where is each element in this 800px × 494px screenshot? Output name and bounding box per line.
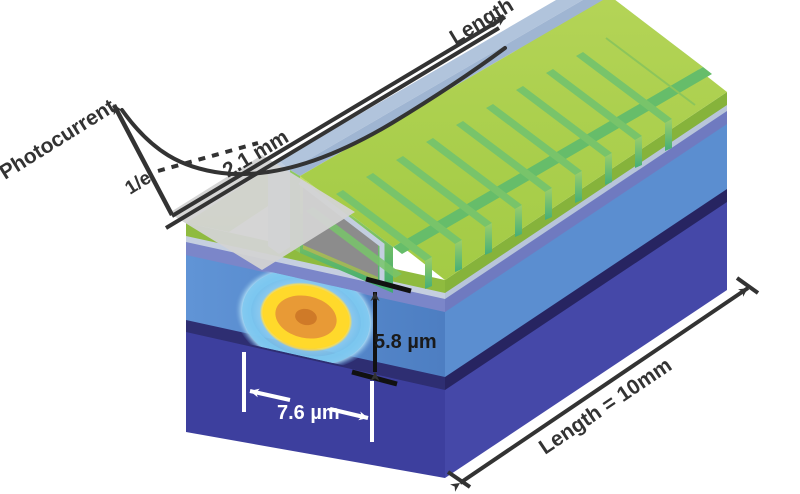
grating-slot — [546, 69, 642, 140]
grating-slot-wall — [425, 257, 432, 289]
width-arrow-right — [329, 407, 369, 421]
grating-slot-wall — [455, 240, 462, 272]
grating-slot-wall — [665, 119, 672, 151]
optical-mode-profile — [234, 263, 373, 371]
cladding-right-face — [445, 109, 727, 312]
height-upper-tick — [365, 276, 412, 294]
decay-curve — [120, 46, 507, 177]
mode-core — [295, 308, 317, 326]
photocurrent-axis — [112, 103, 174, 217]
grating-slot-wall — [485, 223, 492, 255]
ridge-end-cap — [615, 0, 712, 74]
grating-slot — [396, 156, 492, 227]
decay-reference-plane — [169, 155, 355, 270]
ridge-top-surface — [300, 0, 703, 247]
ridge-right-flank — [393, 67, 712, 254]
grating-slot-wall — [605, 153, 612, 185]
grating-slot-wall — [635, 136, 642, 168]
length-axis-line-a — [170, 15, 507, 218]
ridge-waveguide — [268, 0, 712, 293]
grating-slot-wall — [515, 205, 522, 237]
dimension-mode-width — [242, 352, 374, 442]
total-length-tick-back — [735, 276, 760, 295]
substrate-front-face — [186, 330, 445, 478]
grating-slot — [366, 173, 462, 244]
grating-slot — [576, 52, 672, 123]
ridge-left-edge-stripe — [279, 0, 583, 170]
dimension-mode-height — [351, 276, 412, 387]
grating-slots — [306, 37, 696, 289]
one-over-e-dashed-line — [157, 141, 259, 173]
grating-slot — [456, 121, 552, 192]
grating-slot-wall — [575, 171, 582, 203]
grating-slot — [426, 138, 522, 209]
mode-height-label: 5.8 µm — [374, 331, 437, 353]
width-arrow-left — [249, 388, 291, 402]
grating-slot-wall — [545, 188, 552, 220]
photocurrent-label: Photocurrent — [0, 95, 119, 184]
dimension-total-length — [446, 276, 760, 492]
grating-slot — [486, 104, 582, 175]
photocurrent-plot — [112, 15, 507, 230]
grating-score-line — [605, 37, 696, 106]
cap-right-face — [445, 92, 727, 293]
total-length-arrow — [450, 286, 750, 492]
grating-slot — [336, 190, 432, 261]
mode-width-label: 7.6 µm — [277, 402, 340, 424]
grating-slot — [516, 86, 612, 157]
metal-contact-highlight — [303, 245, 378, 281]
length-axis-line-b — [164, 26, 501, 230]
